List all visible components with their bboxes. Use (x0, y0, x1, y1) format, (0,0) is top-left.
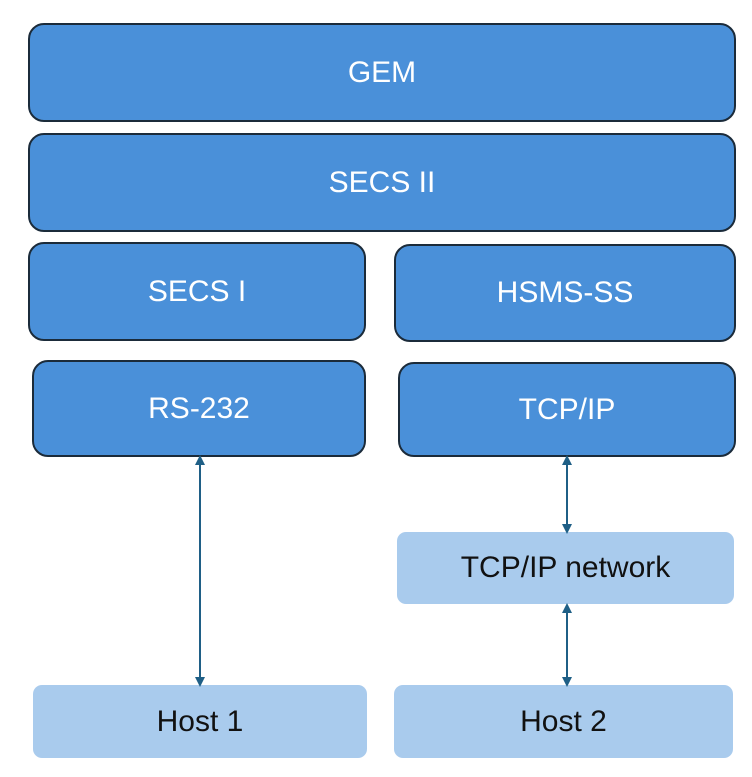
tcp-ip-label: TCP/IP (518, 392, 616, 426)
secs-i-layer: SECS I (28, 242, 366, 341)
secs-i-label: SECS I (147, 274, 247, 308)
rs-232-label: RS-232 (148, 391, 250, 425)
tcp-ip-network-box: TCP/IP network (397, 532, 734, 604)
gem-layer: GEM (28, 23, 736, 122)
secs-ii-label: SECS II (328, 165, 436, 199)
hsms-ss-label: HSMS-SS (496, 276, 634, 309)
secs-ii-layer: SECS II (28, 133, 736, 232)
rs-232-layer: RS-232 (32, 360, 366, 457)
gem-label: GEM (347, 55, 417, 89)
tcp-ip-network-label: TCP/IP network (460, 551, 671, 584)
host-1-label: Host 1 (156, 704, 244, 738)
tcp-ip-layer: TCP/IP (398, 362, 736, 457)
hsms-ss-layer: HSMS-SS (394, 244, 736, 342)
host-2-box: Host 2 (394, 685, 733, 758)
host-2-label: Host 2 (520, 704, 607, 738)
host-1-box: Host 1 (33, 685, 367, 758)
